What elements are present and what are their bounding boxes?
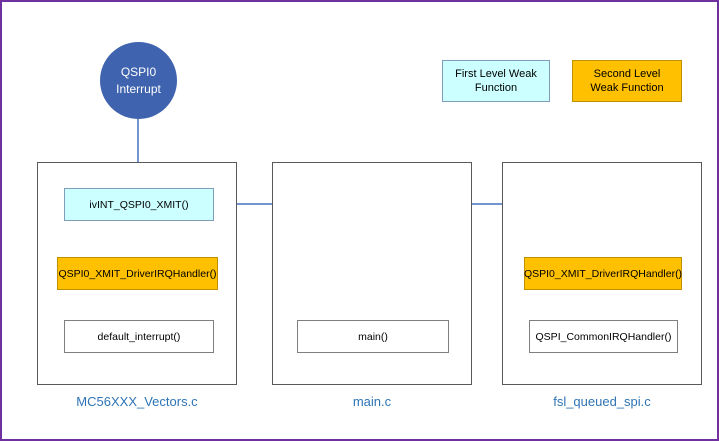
legend-second-level-weak: Second Level Weak Function bbox=[572, 60, 682, 102]
legend-first-level-label: First Level Weak Function bbox=[455, 67, 537, 94]
legend-first-level-weak: First Level Weak Function bbox=[442, 60, 550, 102]
box-main: main() bbox=[297, 320, 449, 353]
container-label-main-c: main.c bbox=[352, 394, 392, 409]
qspi0-interrupt-node: QSPI0 Interrupt bbox=[100, 42, 177, 119]
box-qspi-commonirqhandler: QSPI_CommonIRQHandler() bbox=[529, 320, 678, 353]
container-label-mc56xxx-vectors: MC56XXX_Vectors.c bbox=[76, 394, 198, 409]
box-label: default_interrupt() bbox=[97, 330, 181, 343]
box-label: QSPI0_XMIT_DriverIRQHandler() bbox=[523, 267, 683, 280]
legend-second-level-label: Second Level Weak Function bbox=[590, 67, 664, 94]
qspi0-interrupt-label: QSPI0 Interrupt bbox=[116, 65, 161, 96]
box-qspi0-xmit-driverirqhandler-vectors: QSPI0_XMIT_DriverIRQHandler() bbox=[57, 257, 218, 290]
container-label-fsl-queued-spi: fsl_queued_spi.c bbox=[553, 394, 651, 409]
box-ivint-qspi0-xmit: ivINT_QSPI0_XMIT() bbox=[64, 188, 214, 221]
box-label: ivINT_QSPI0_XMIT() bbox=[89, 198, 189, 211]
box-qspi0-xmit-driverirqhandler-fsl: QSPI0_XMIT_DriverIRQHandler() bbox=[524, 257, 682, 290]
box-default-interrupt: default_interrupt() bbox=[64, 320, 214, 353]
box-label: QSPI0_XMIT_DriverIRQHandler() bbox=[58, 267, 217, 280]
box-label: QSPI_CommonIRQHandler() bbox=[535, 330, 672, 343]
box-label: main() bbox=[358, 330, 388, 343]
